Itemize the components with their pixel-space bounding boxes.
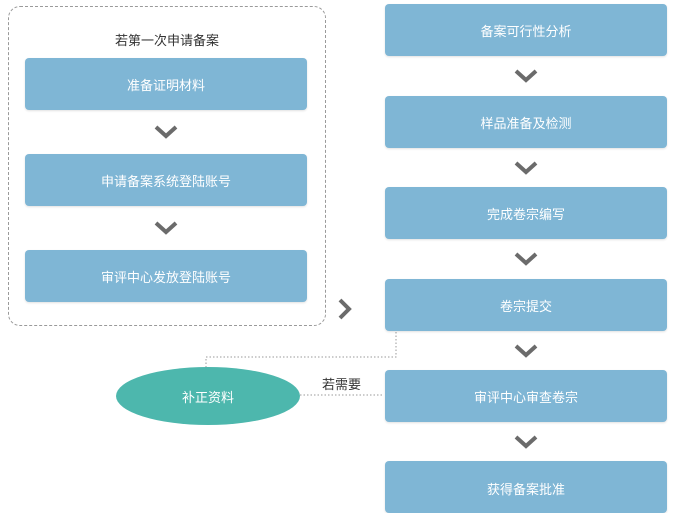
step-prepare-documents: 准备证明材料 bbox=[25, 58, 307, 110]
chevron-down-icon bbox=[514, 252, 538, 266]
first-application-title: 若第一次申请备案 bbox=[114, 34, 219, 49]
step-sample-testing: 样品准备及检测 bbox=[385, 96, 667, 148]
step-obtain-approval: 获得备案批准 bbox=[385, 461, 667, 513]
step-complete-dossier: 完成卷宗编写 bbox=[385, 187, 667, 239]
step-feasibility-analysis: 备案可行性分析 bbox=[385, 4, 667, 56]
chevron-down-icon bbox=[514, 69, 538, 83]
chevron-down-icon bbox=[514, 344, 538, 358]
chevron-down-icon bbox=[514, 161, 538, 175]
connector-lines bbox=[205, 332, 397, 396]
if-needed-label: 若需要 bbox=[322, 378, 362, 393]
step-submit-dossier: 卷宗提交 bbox=[385, 279, 667, 331]
step-issue-account: 审评中心发放登陆账号 bbox=[25, 250, 307, 302]
chevron-down-icon bbox=[514, 435, 538, 449]
step-apply-account: 申请备案系统登陆账号 bbox=[25, 154, 307, 206]
chevron-right-icon bbox=[338, 298, 352, 320]
supplement-materials-node: 补正资料 bbox=[116, 367, 300, 425]
chevron-down-icon bbox=[154, 125, 178, 139]
step-review-dossier: 审评中心审查卷宗 bbox=[385, 370, 667, 422]
chevron-down-icon bbox=[154, 221, 178, 235]
first-application-group bbox=[8, 6, 326, 326]
dotted-connector-to-supplement bbox=[205, 332, 397, 369]
